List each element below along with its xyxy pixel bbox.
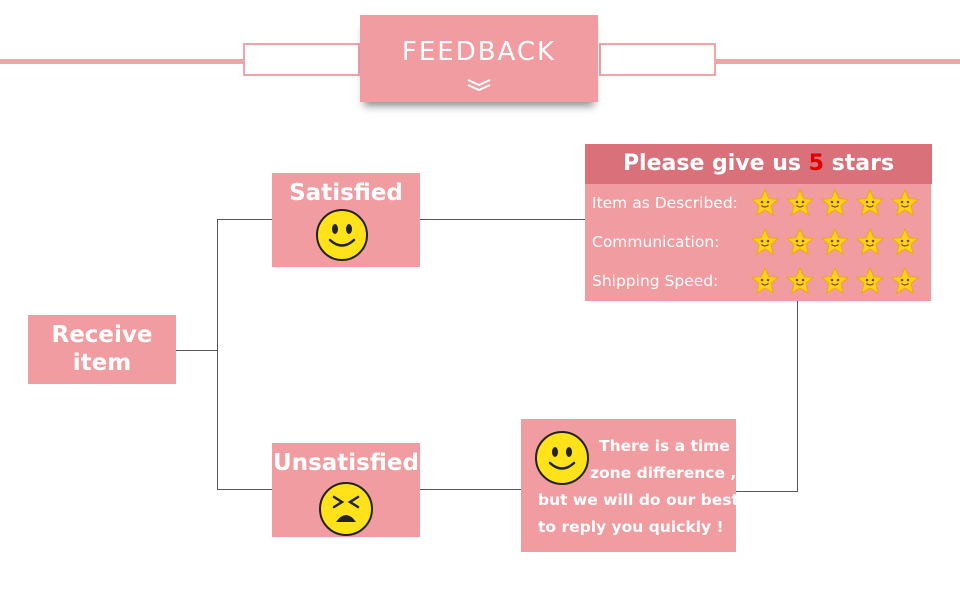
star-icon	[817, 188, 852, 218]
connector	[797, 300, 798, 492]
chevron-down-icon	[360, 77, 598, 96]
header-bracket-right	[599, 43, 716, 76]
star-icon	[747, 227, 782, 257]
rating-row: Communication:	[592, 223, 922, 261]
smiley-face-icon	[316, 209, 368, 261]
satisfied-label: Satisfied	[289, 180, 403, 206]
star-icon	[887, 227, 922, 257]
unsatisfied-node: Unsatisfied	[272, 443, 420, 537]
title-number: 5	[808, 151, 824, 176]
satisfied-node: Satisfied	[272, 173, 420, 267]
star-icon	[747, 188, 782, 218]
rating-label: Shipping Speed:	[592, 272, 719, 290]
receive-label: item	[72, 350, 132, 376]
star-icon	[782, 227, 817, 257]
header-line-left	[0, 59, 245, 64]
connector	[217, 219, 218, 490]
rating-row: Item as Described:	[592, 184, 922, 222]
star-icon	[852, 188, 887, 218]
title-prefix: Please give us	[622, 151, 809, 176]
header-line-right	[716, 59, 960, 64]
star-icon	[852, 227, 887, 257]
feedback-banner: FEEDBACK	[360, 15, 598, 102]
connector	[420, 219, 586, 220]
unsatisfied-label: Unsatisfied	[273, 450, 419, 476]
star-icon	[747, 266, 782, 296]
title-suffix: stars	[823, 151, 895, 176]
connector	[176, 350, 218, 351]
message-line: but we will do our best	[538, 491, 739, 509]
stars-panel: Item as Described: Communication: Shippi…	[585, 184, 931, 301]
star-icon	[852, 266, 887, 296]
rating-row: Shipping Speed:	[592, 262, 922, 300]
star-icon	[887, 188, 922, 218]
rating-stars	[747, 188, 922, 218]
receive-label: Receive	[51, 322, 153, 348]
rating-stars	[747, 227, 922, 257]
star-icon	[817, 266, 852, 296]
smiley-face-icon	[535, 431, 589, 485]
message-line: to reply you quickly !	[538, 518, 724, 536]
reply-message-box: There is a time zone difference , but we…	[521, 419, 739, 552]
connector	[736, 491, 798, 492]
message-line: There is a time	[599, 437, 730, 455]
stars-panel-title: Please give us 5 stars	[585, 144, 932, 184]
star-icon	[782, 188, 817, 218]
header-bracket-left	[243, 43, 360, 76]
rating-label: Communication:	[592, 233, 720, 251]
connector	[217, 489, 273, 490]
page-title: FEEDBACK	[401, 37, 557, 67]
star-icon	[782, 266, 817, 296]
rating-label: Item as Described:	[592, 194, 738, 212]
unhappy-face-icon	[319, 482, 373, 536]
star-icon	[887, 266, 922, 296]
star-icon	[817, 227, 852, 257]
rating-stars	[747, 266, 922, 296]
message-line: zone difference ,	[590, 464, 737, 482]
connector	[420, 489, 521, 490]
connector	[217, 219, 273, 220]
receive-item-node: Receive item	[28, 315, 176, 384]
